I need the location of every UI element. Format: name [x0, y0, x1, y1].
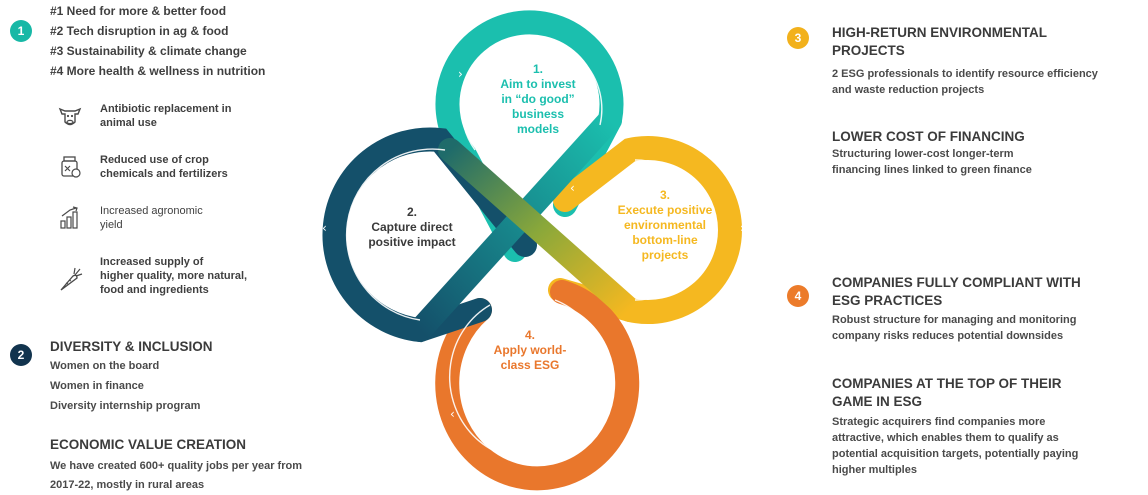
growth-bars-icon [60, 206, 78, 229]
economic-line: 2017-22, mostly in rural areas [50, 479, 205, 491]
section-line: Strategic acquirers find companies more [832, 416, 1046, 428]
priorities-list: #1 Need for more & better food #2 Tech d… [50, 4, 265, 79]
loop-4-ring [435, 280, 640, 491]
diversity-section: DIVERSITY & INCLUSION Women on the board… [50, 338, 213, 414]
clover-diagram: › ‹ › ‹ ‹ › ‹ › [322, 10, 745, 491]
svg-text:‹: ‹ [650, 167, 655, 181]
section-line: and waste reduction projects [832, 84, 985, 96]
loop-2-ring [322, 127, 537, 343]
section-line: attractive, which enables them to qualif… [832, 432, 1059, 444]
economic-title: ECONOMIC VALUE CREATION [50, 437, 247, 452]
section-line: company risks reduces potential downside… [832, 330, 1064, 342]
diversity-item: Women on the board [50, 360, 160, 372]
section-line: Structuring lower-cost longer-term [832, 148, 1014, 160]
section-title: COMPANIES AT THE TOP OF THEIR [832, 376, 1062, 391]
svg-text:›: › [568, 414, 573, 428]
section-title: LOWER COST OF FINANCING [832, 129, 1025, 144]
svg-text:‹: ‹ [322, 221, 327, 235]
cross-band-a [408, 108, 622, 342]
badge-3: 3 [787, 27, 809, 49]
section-title: ESG PRACTICES [832, 293, 943, 308]
section-title: COMPANIES FULLY COMPLIANT WITH [832, 275, 1081, 290]
section-title: GAME IN ESG [832, 394, 923, 409]
cross-band-b [438, 138, 642, 322]
loop-3-ring [548, 136, 742, 324]
cow-icon [58, 107, 82, 126]
economic-line: We have created 600+ quality jobs per ye… [50, 460, 302, 472]
svg-text:›: › [426, 175, 431, 189]
svg-text:‹: ‹ [570, 181, 575, 195]
chemical-jar-icon [61, 156, 81, 178]
section-line: Robust structure for managing and monito… [832, 314, 1077, 326]
loop-1-ring [435, 10, 624, 262]
top-of-game-section: COMPANIES AT THE TOP OF THEIR GAME IN ES… [832, 375, 1142, 478]
badge-1: 1 [10, 20, 32, 42]
diversity-title: DIVERSITY & INCLUSION [50, 339, 213, 354]
loop-4-label: 4.Apply world-class ESG [493, 328, 567, 372]
svg-text:›: › [458, 67, 463, 81]
badge-4: 4 [787, 285, 809, 307]
section-line: financing lines linked to green finance [832, 164, 1032, 176]
svg-text:‹: ‹ [450, 407, 455, 421]
badge-2: 2 [10, 344, 32, 366]
section-line: potential acquisition targets, potential… [832, 448, 1079, 460]
priority-item: #4 More health & wellness in nutrition [50, 64, 266, 78]
priority-item: #1 Need for more & better food [50, 4, 227, 18]
diversity-item: Women in finance [50, 380, 144, 392]
section-line: 2 ESG professionals to identify resource… [832, 68, 1098, 80]
compliance-section: COMPANIES FULLY COMPLIANT WITH ESG PRACT… [832, 274, 1081, 344]
svg-text:›: › [740, 221, 745, 235]
priority-item: #2 Tech disruption in ag & food [50, 24, 229, 38]
financing-section: LOWER COST OF FINANCING Structuring lowe… [832, 128, 1032, 178]
carrot-icon [60, 267, 83, 291]
diversity-item: Diversity internship program [50, 400, 201, 412]
section-line: higher multiples [832, 464, 917, 476]
environmental-projects-section: HIGH-RETURN ENVIRONMENTAL PROJECTS 2 ESG… [832, 24, 1098, 98]
economic-section: ECONOMIC VALUE CREATION We have created … [50, 436, 302, 493]
section-title: HIGH-RETURN ENVIRONMENTAL [832, 25, 1047, 40]
section-title: PROJECTS [832, 43, 905, 58]
priority-item: #3 Sustainability & climate change [50, 44, 247, 58]
